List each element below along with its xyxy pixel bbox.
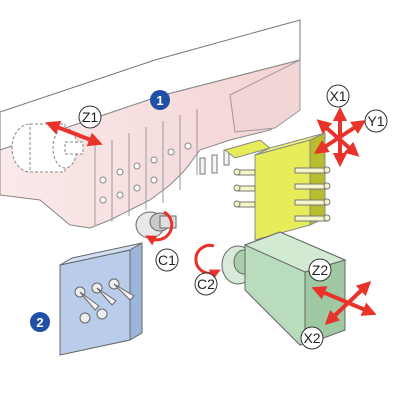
guide-bushing bbox=[135, 211, 177, 239]
svg-text:2: 2 bbox=[36, 315, 43, 330]
label-z2: Z2 bbox=[308, 258, 332, 282]
c2-rotation-arrow bbox=[194, 243, 221, 280]
badge-1: 1 bbox=[150, 90, 170, 110]
label-c2: C2 bbox=[194, 272, 218, 296]
label-c1: C1 bbox=[155, 248, 179, 272]
axis-arrows bbox=[45, 106, 377, 325]
badge-2: 2 bbox=[30, 312, 50, 332]
label-x1: X1 bbox=[326, 84, 350, 108]
x2-arrow bbox=[324, 281, 372, 325]
svg-text:C1: C1 bbox=[158, 252, 176, 268]
label-x2: X2 bbox=[300, 326, 324, 350]
svg-text:Z1: Z1 bbox=[82, 109, 99, 125]
back-tool-block bbox=[59, 242, 143, 356]
z1-arrow bbox=[45, 120, 103, 147]
svg-text:Y1: Y1 bbox=[367, 113, 384, 129]
svg-text:X2: X2 bbox=[303, 330, 320, 346]
c1-rotation-arrow bbox=[145, 210, 174, 246]
label-z1: Z1 bbox=[78, 105, 102, 129]
back-spindle bbox=[221, 231, 347, 346]
label-y1: Y1 bbox=[364, 109, 388, 133]
gang-tool-slide bbox=[0, 19, 301, 229]
y1-cross-arrow bbox=[316, 119, 360, 157]
svg-text:Z2: Z2 bbox=[312, 262, 329, 278]
svg-text:X1: X1 bbox=[329, 88, 346, 104]
yellow-tool-block bbox=[223, 132, 331, 241]
svg-text:1: 1 bbox=[156, 93, 163, 108]
svg-text:C2: C2 bbox=[197, 276, 215, 292]
